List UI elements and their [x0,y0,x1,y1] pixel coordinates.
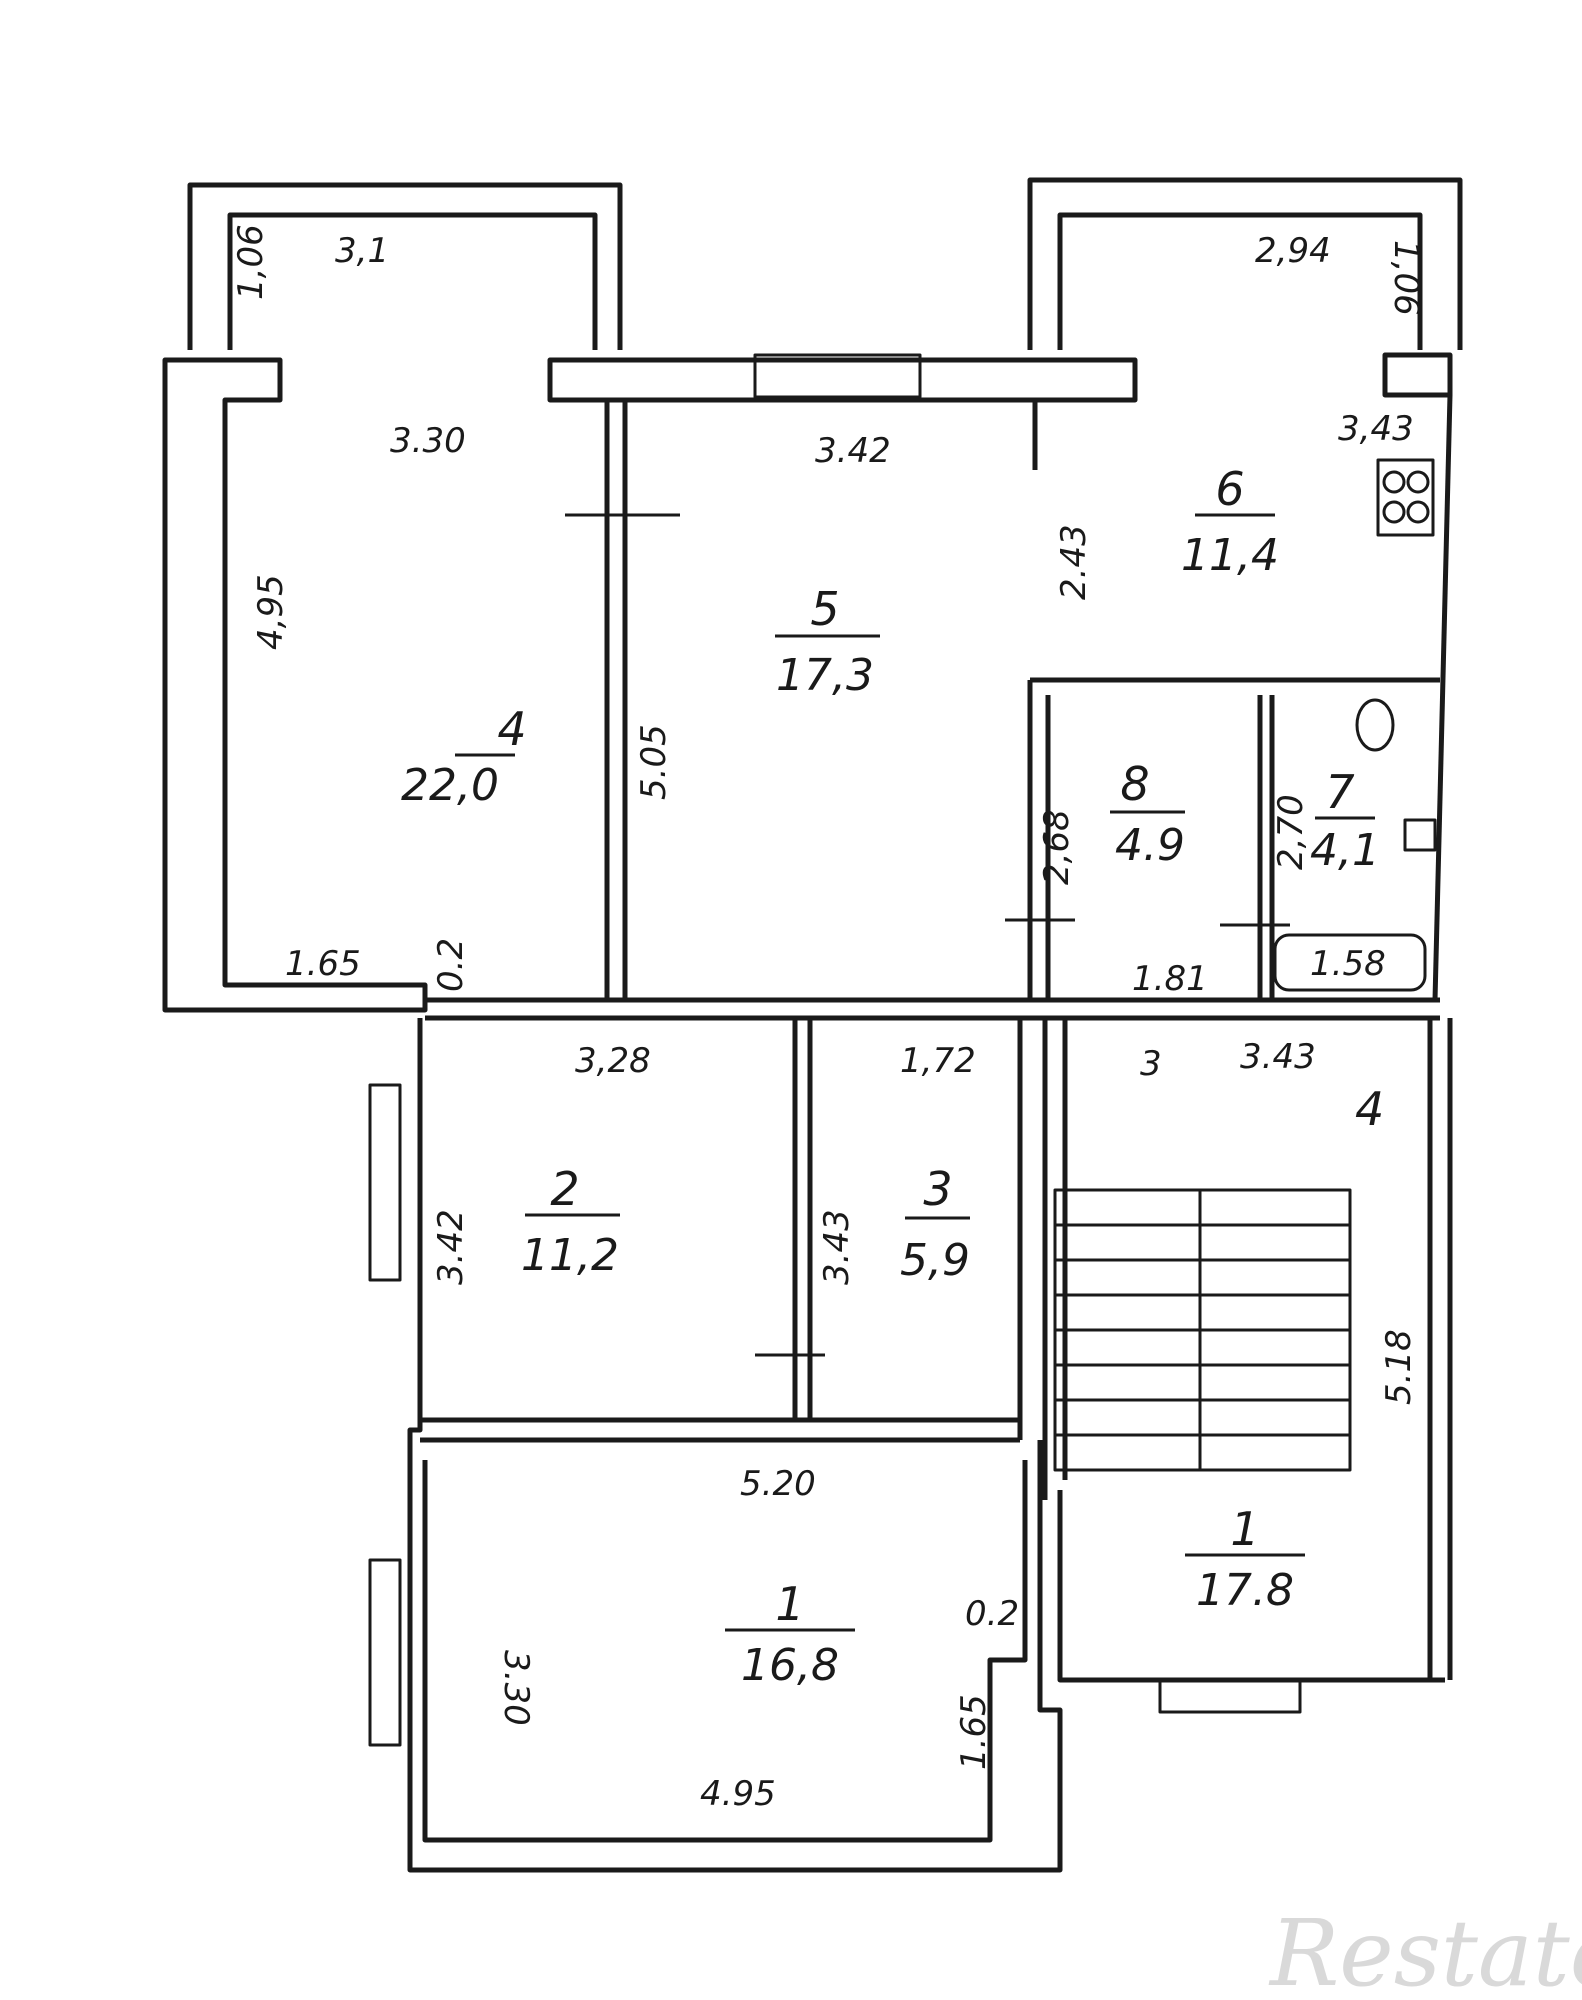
balcony-left [187,182,623,350]
outer-wall-top [547,357,1138,403]
dim-label: 4.95 [700,1774,776,1814]
room-area: 4.9 [1115,820,1185,871]
room-area: 17,3 [776,650,874,701]
dim-label: 1,06 [231,224,271,300]
dim-label: 4 [1355,1082,1384,1136]
dim-label: 3.42 [815,431,891,471]
room-area: 5,9 [900,1235,970,1286]
stove-icon [1376,458,1435,537]
window-5 [753,353,922,399]
room-area: 11,2 [521,1230,619,1281]
dim-label: 2,70 [1271,794,1311,870]
wall-lower-left [407,1018,1063,1873]
balcony-left-inner [227,212,598,350]
room-2-label: 2 11,2 [521,1162,620,1281]
dim-label: 3,28 [575,1041,651,1081]
dim-label: 3.30 [496,1650,536,1726]
wall-stair-room [1057,1490,1445,1683]
dim-label: 1.81 [1132,959,1208,999]
dim-label: 3.43 [817,1209,857,1285]
room-8-label: 8 4.9 [1110,757,1185,871]
dimensions: 1,06 3,1 2,94 1,06 3.30 3.42 3,43 2.43 4… [231,224,1426,1814]
room-area: 16,8 [741,1640,839,1691]
room-3-label: 3 5,9 [900,1162,970,1286]
wall-1-inner [422,1460,1028,1843]
room-5-label: 5 17,3 [775,582,880,701]
outer-wall-east [1432,394,1453,1001]
dim-label: 4,95 [251,574,291,650]
dim-label: 1.65 [954,1694,994,1770]
room-number: 4 [497,702,526,756]
toilet-icon [1355,698,1395,752]
outer-wall [162,357,428,1013]
dim-label: 3.30 [390,421,466,461]
room-number: 2 [550,1162,579,1216]
dim-label: 5.20 [740,1464,816,1504]
room-6-label: 6 11,4 [1181,462,1279,581]
room-number: 1 [1230,1502,1259,1556]
dim-label: 5.05 [634,724,674,800]
room-1-label: 1 16,8 [725,1577,855,1691]
window-2 [368,1083,402,1282]
outer-wall-right [1382,352,1453,398]
sink-icon [1403,818,1437,852]
room-number: 1 [775,1577,804,1631]
window-stair [1158,1678,1302,1714]
dim-label: 3.42 [431,1209,471,1285]
dim-label: 1.58 [1310,944,1386,984]
dim-label: 3,1 [335,231,389,271]
room-4-label: 4 22,0 [401,702,527,811]
stair-steps [1055,1223,1350,1437]
room-number: 5 [810,582,839,636]
dim-label: 1.65 [285,944,361,984]
stair-room-label: 1 17.8 [1185,1502,1305,1616]
room-area: 11,4 [1181,530,1279,581]
dim-label: 1,72 [900,1041,976,1081]
room-area: 17.8 [1196,1565,1294,1616]
dim-label: 2,94 [1255,231,1331,271]
room-area: 4,1 [1310,825,1380,876]
room-7-label: 7 4,1 [1310,765,1380,876]
room-number: 8 [1120,757,1149,811]
window-1 [368,1558,402,1747]
room-number: 6 [1215,462,1244,516]
room-number: 7 [1325,765,1354,819]
room-area: 22,0 [401,760,499,811]
dim-label: 2.43 [1054,524,1094,600]
dim-label: 3 [1140,1044,1162,1084]
dim-label: 2,68 [1037,809,1077,885]
dim-label: 3.43 [1240,1037,1316,1077]
dim-label: 3,43 [1338,409,1414,449]
balcony-right-inner [1057,212,1423,350]
watermark-logo: Restate [1268,1900,1582,2000]
dim-label: 5.18 [1379,1329,1419,1405]
balcony-right [1027,177,1463,350]
bathtub-icon [1273,933,1427,992]
dim-label: 0.2 [965,1594,1019,1634]
dim-label: 1,06 [1386,240,1426,316]
dim-label: 0.2 [431,938,471,992]
room-number: 3 [923,1162,952,1216]
